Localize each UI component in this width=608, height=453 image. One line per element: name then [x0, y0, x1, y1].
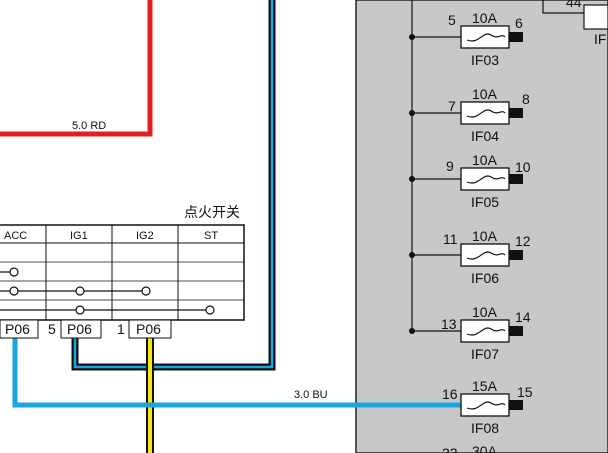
fuse-element-symbol [466, 401, 506, 410]
fuse-rating: 15A [472, 378, 498, 394]
fuse-body [460, 243, 510, 267]
fuse-rating: 10A [472, 228, 498, 244]
contact-row-2 [0, 286, 151, 296]
fuse-name: IF07 [471, 346, 499, 362]
fuse-element-symbol [466, 251, 506, 260]
fuse-pin-out: 8 [522, 91, 530, 107]
bus-junction-dot [409, 328, 415, 334]
fuse-terminal [509, 32, 523, 42]
fuse-rating: 10A [472, 86, 498, 102]
blue-wire [12, 337, 462, 408]
fuse-pin-in: 11 [443, 231, 458, 247]
fuse-body [460, 319, 510, 343]
fuse-element-symbol [466, 109, 506, 118]
partial-bottom-rating: 30A [472, 443, 498, 453]
fuse-pin-in: 13 [441, 316, 457, 332]
fuse-pin-in: 5 [448, 12, 456, 28]
fuse-element-symbol [466, 33, 506, 42]
bus-junction-dot [409, 34, 415, 40]
fuse-element-symbol [466, 175, 506, 184]
bus-junction-dot [409, 252, 415, 258]
fuse-pin-out: 15 [517, 384, 533, 400]
partial-bottom: 22 30A [442, 443, 498, 453]
fuse-body [460, 25, 510, 49]
ignition-switch-title: 点火开关 [184, 205, 240, 221]
svg-text:P06: P06 [136, 321, 161, 337]
bus-junction-dot [409, 176, 415, 182]
partial-right-label: IF [594, 31, 606, 47]
fuse-terminal [509, 108, 523, 118]
fuse-element-symbol [466, 327, 506, 336]
svg-text:5: 5 [48, 321, 56, 337]
ignition-switch: 点火开关 ACC IG1 IG2 ST [0, 205, 245, 321]
fuse-pin-in: 16 [442, 386, 458, 402]
fuse-box-panel [355, 0, 608, 453]
fuse-rating: 10A [472, 10, 498, 26]
col-acc: ACC [4, 230, 27, 242]
col-ig1: IG1 [70, 230, 88, 242]
connector-p06-a: P06 [0, 319, 39, 339]
connector-p06-b: 5 P06 [48, 319, 102, 339]
partial-top-pin: 44 [566, 0, 582, 10]
fuse-name: IF03 [471, 52, 499, 68]
fuse-name: IF05 [471, 194, 499, 210]
col-st: ST [204, 230, 218, 242]
svg-text:P06: P06 [67, 321, 92, 337]
fuse-pin-in: 9 [446, 158, 454, 174]
fuse-body [460, 101, 510, 125]
contact-row-3 [0, 305, 215, 315]
fuse-body [460, 393, 510, 417]
fuse-body [460, 167, 510, 191]
fuse-pin-out: 12 [515, 233, 531, 249]
svg-text:1: 1 [117, 321, 125, 337]
blue-wire-label: 3.0 BU [294, 389, 328, 401]
col-ig2: IG2 [136, 230, 154, 242]
fuse-terminal [509, 326, 523, 336]
contact-row-1 [0, 267, 19, 277]
partial-top-right: 44 IF [542, 0, 608, 47]
fuse-rating: 10A [472, 304, 498, 320]
svg-text:P06: P06 [5, 321, 30, 337]
fuse-rating: 10A [472, 152, 498, 168]
red-wire-label: 5.0 RD [72, 120, 106, 132]
fuse-terminal [509, 400, 523, 410]
red-wire [0, 0, 153, 137]
fuse-name: IF04 [471, 128, 499, 144]
connector-p06-c: 1 P06 [117, 319, 172, 339]
bus-junction-dot [409, 110, 415, 116]
fuse-name: IF06 [471, 270, 499, 286]
fuse-terminal [509, 174, 523, 184]
fuse-pin-out: 14 [515, 309, 531, 325]
fuse-pin-out: 10 [515, 159, 531, 175]
fuse-pin-in: 7 [448, 98, 456, 114]
fuse-name: IF08 [471, 420, 499, 436]
partial-bottom-pin: 22 [442, 445, 458, 453]
black-blue-wire-core [73, 0, 274, 369]
fuse-pin-out: 6 [515, 15, 523, 31]
fuse-terminal [509, 250, 523, 260]
